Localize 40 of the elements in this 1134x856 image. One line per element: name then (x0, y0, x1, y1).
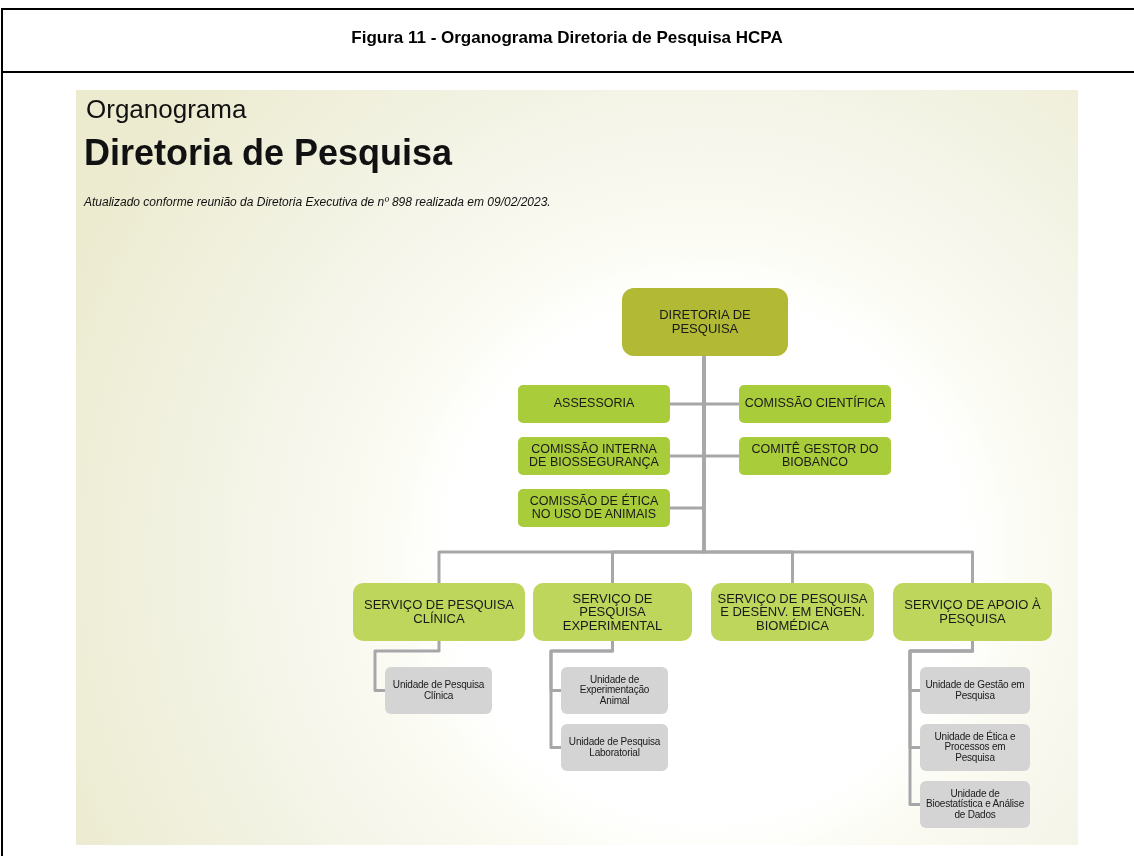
node-label: Unidade de Pesquisa Laboratorial (567, 737, 662, 758)
connector-line (373, 641, 441, 692)
service-box (533, 583, 692, 641)
service-box (353, 583, 525, 641)
node-label: COMISSÃO CIENTÍFICA (744, 397, 886, 411)
committee-box (518, 437, 670, 475)
note: Atualizado conforme reunião da Diretoria Executiva de nº 898 realizada em 09/02/2023. (84, 195, 551, 209)
node-label: Unidade de Bioestatística e Análise de Dados (925, 788, 1025, 821)
node-label: SERVIÇO DE APOIO À PESQUISA (903, 598, 1042, 626)
node-label: SERVIÇO DE PESQUISA CLÍNICA (363, 598, 515, 626)
committee-box (518, 385, 670, 423)
committee-box (518, 489, 670, 527)
unit-box (385, 667, 492, 714)
node-label: COMISSÃO INTERNA DE BIOSSEGURANÇA (528, 442, 660, 470)
subtitle: Organograma (86, 94, 247, 125)
service-box (711, 583, 874, 641)
node-label: SERVIÇO DE PESQUISA EXPERIMENTAL (561, 591, 664, 633)
connector-line (908, 641, 974, 806)
node-label: COMITÊ GESTOR DO BIOBANCO (750, 442, 880, 470)
connector-line (549, 641, 614, 749)
unit-box (920, 781, 1030, 828)
connector-line (702, 356, 974, 583)
node-label: SERVIÇO DE PESQUISA E DESENV. EM ENGEN. BIOMÉDICA (716, 591, 869, 633)
node-label: Unidade de Experimentação Animal (578, 674, 651, 707)
node-label: ASSESSORIA (553, 397, 635, 411)
service-box (893, 583, 1052, 641)
heading: Diretoria de Pesquisa (84, 132, 453, 174)
unit-box (561, 667, 668, 714)
unit-box (920, 724, 1030, 771)
unit-box (561, 724, 668, 771)
unit-box (920, 667, 1030, 714)
node-label: Unidade de Pesquisa Clínica (391, 680, 486, 701)
node-label: DIRETORIA DE PESQUISA (658, 308, 752, 336)
node-label: Unidade de Ética e Processos em Pesquisa (933, 731, 1017, 764)
figure-title: Figura 11 - Organograma Diretoria de Pesquisa HCPA (350, 28, 784, 48)
committee-box (739, 385, 891, 423)
committee-box (739, 437, 891, 475)
director-box (622, 288, 788, 356)
node-label: COMISSÃO DE ÉTICA NO USO DE ANIMAIS (528, 494, 660, 522)
node-label: Unidade de Gestão em Pesquisa (925, 680, 1025, 701)
